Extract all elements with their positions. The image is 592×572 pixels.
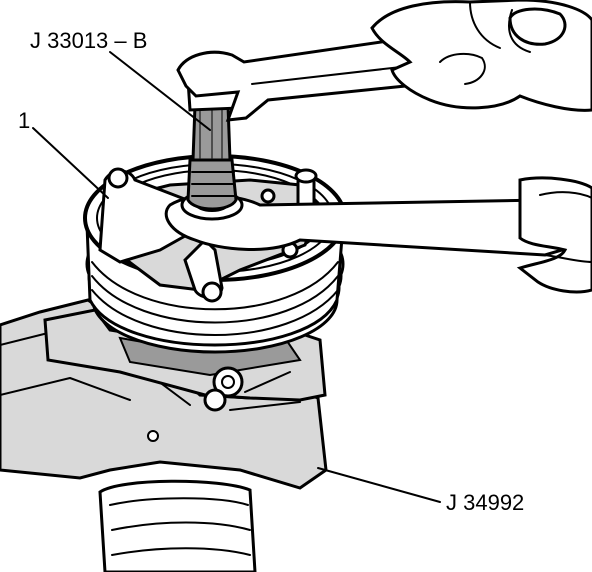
upper-hand	[370, 0, 592, 112]
leader-line-item-1	[32, 127, 109, 199]
wrench	[176, 38, 430, 122]
leader-line-tool-bottom	[317, 467, 441, 503]
holding-tool	[98, 167, 564, 303]
lower-hand	[516, 176, 592, 294]
callout-tool-top: J 33013 – B	[30, 28, 147, 53]
leader-lines	[32, 51, 441, 503]
callout-item-number: 1	[18, 108, 30, 133]
leader-line-tool-top	[109, 51, 211, 131]
callout-tool-bottom: J 34992	[446, 490, 524, 515]
compressor-body	[98, 479, 257, 572]
